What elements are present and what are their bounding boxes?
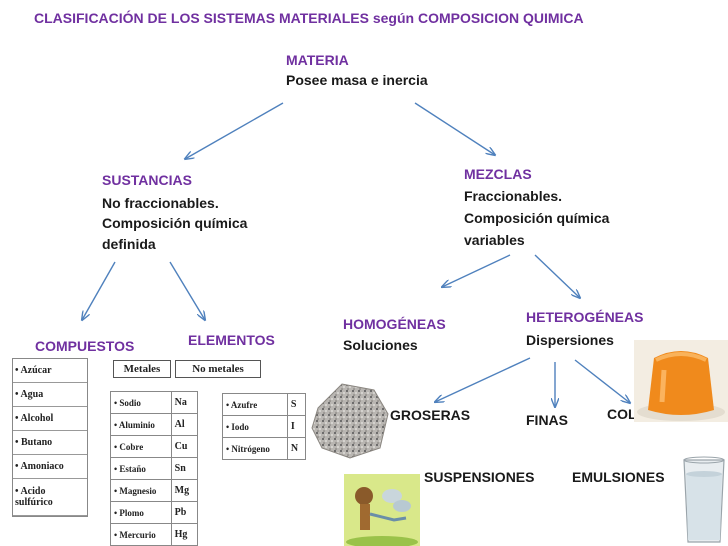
mezclas-label: MEZCLAS [464,166,532,182]
list-item: • Agua [13,382,87,407]
sustancias-line-3: definida [102,236,156,252]
arrow-heterogeneas-groseras [435,357,531,402]
arrow-sustancias-elementos [169,261,205,320]
materia-description: Posee masa e inercia [286,72,428,88]
metales-header: Metales [113,360,171,378]
emulsiones-label: EMULSIONES [572,469,665,485]
list-item: • Amoniaco [13,454,87,479]
arrow-mezclas-homogeneas [442,254,511,287]
cartoon-character-image [344,474,420,546]
materia-label: MATERIA [286,52,349,68]
mezclas-line-3: variables [464,232,525,248]
homogeneas-label: HOMOGÉNEAS [343,316,446,332]
arrow-materia-sustancias [185,102,284,159]
jelly-image [634,340,728,422]
page-title: CLASIFICACIÓN DE LOS SISTEMAS MATERIALES… [34,10,584,26]
arrow-mezclas-heterogeneas [534,254,580,298]
mezclas-line-1: Fraccionables. [464,188,563,204]
sustancias-label: SUSTANCIAS [102,172,192,188]
sustancias-line-1: No fraccionables. [102,195,219,211]
list-item: • Acido sulfúrico [13,478,87,516]
finas-label: FINAS [526,412,568,428]
groseras-label: GROSERAS [390,407,471,423]
compuestos-list: • Azúcar • Agua • Alcohol • Butano • Amo… [12,358,88,517]
arrow-heterogeneas-coloidales [574,359,630,403]
list-item: • Butano [13,430,87,455]
list-item: • Alcohol [13,406,87,431]
elementos-label: ELEMENTOS [188,332,275,348]
arrow-materia-mezclas [414,102,495,155]
list-item: • Azúcar [13,359,87,383]
suspensiones-label: SUSPENSIONES [424,469,535,485]
homogeneas-description: Soluciones [343,337,418,353]
heterogeneas-description: Dispersiones [526,332,614,348]
water-glass-image [680,454,728,546]
compuestos-label: COMPUESTOS [35,338,135,354]
sustancias-line-2: Composición química [102,215,248,231]
mezclas-line-2: Composición química [464,210,610,226]
no-metales-header: No metales [175,360,261,378]
granite-rock-image [311,383,389,459]
heterogeneas-label: HETEROGÉNEAS [526,309,644,325]
arrow-sustancias-compuestos [82,261,116,320]
